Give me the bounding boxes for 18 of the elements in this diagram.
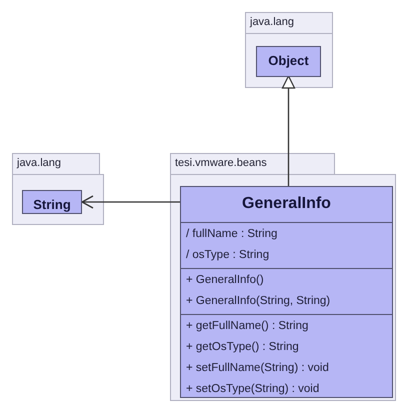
class-box — [22, 190, 82, 214]
class-member: + GeneralInfo(String, String) — [186, 294, 332, 309]
class-member: + setFullName(String) : void — [186, 361, 330, 376]
class-member: + setOsType(String) : void — [186, 382, 320, 397]
class-name: String — [32, 196, 72, 214]
package-name-tab: java.lang — [245, 12, 333, 34]
class-name: GeneralInfo — [241, 194, 332, 214]
class-name: Object — [267, 52, 310, 70]
association-arrow — [81, 195, 180, 209]
class-member: / osType : String — [186, 248, 270, 263]
package-name-tab: tesi.vmware.beans — [170, 153, 335, 175]
class-member: + GeneralInfo() — [186, 273, 265, 288]
package-name-tab: java.lang — [12, 153, 100, 175]
inheritance-arrow — [282, 75, 296, 186]
class-member: / fullName : String — [186, 227, 278, 242]
class-member: + getOsType() : String — [186, 340, 300, 355]
class-member: + getFullName() : String — [186, 319, 310, 334]
class-box — [256, 46, 321, 77]
